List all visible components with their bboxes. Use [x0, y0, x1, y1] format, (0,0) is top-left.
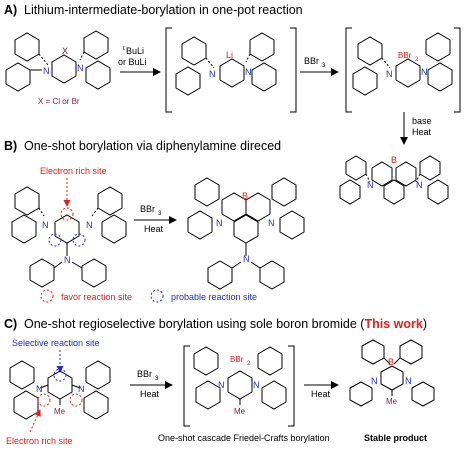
b-product-n2: N: [268, 218, 275, 228]
c-bbr2: BBr: [230, 355, 244, 364]
c-rich-site-marker-1: [37, 393, 51, 407]
b-starting-material: [11, 186, 127, 288]
section-a-title: Lithium-intermediate-borylation in one-p…: [24, 3, 303, 17]
c-cascade-caption: One-shot cascade Friedel-Crafts borylati…: [158, 433, 330, 443]
a-sm-x: X: [62, 46, 68, 56]
a-x-note: X = Cl or Br: [38, 97, 80, 106]
a-bracket-l1: [165, 27, 172, 113]
section-b-title: One-shot borylation via diphenylamine di…: [24, 139, 281, 153]
b-legend-probable: probable reaction site: [171, 292, 257, 302]
c-mid-n1: N: [218, 380, 225, 390]
a-li-n1: N: [209, 69, 216, 79]
a-final-b: B: [391, 155, 397, 165]
c-bracket-r: [288, 345, 295, 427]
b-bbr3-sub: 3: [158, 211, 162, 217]
a-li-label: Li: [226, 50, 233, 60]
a-sm-n1: N: [43, 66, 50, 76]
c-stable-b: B: [388, 357, 394, 367]
c-stable-caption: Stable product: [364, 433, 427, 443]
b-product-b: B: [242, 191, 248, 201]
b-probable-site-marker-2: [72, 233, 86, 247]
c-stable-product: [349, 339, 435, 407]
a-final-n2: N: [416, 180, 423, 190]
c-bbr3-sub: 3: [155, 376, 159, 382]
c-heat-2: Heat: [311, 389, 331, 399]
c-bbr2-intermediate: [193, 346, 287, 410]
b-heat: Heat: [144, 224, 164, 234]
b-bbr3: BBr: [140, 204, 155, 214]
c-rich-site-marker-2: [69, 393, 83, 407]
a-tbuli: BuLi: [126, 46, 144, 56]
section-c-label: C): [4, 317, 17, 331]
c-stable-me: Me: [386, 397, 398, 406]
a-bracket-r1: [290, 27, 297, 113]
b-product-n3: N: [243, 254, 250, 264]
section-c-title-end: ): [423, 317, 427, 331]
b-legend-favor: favor reaction site: [61, 292, 132, 302]
a-li-intermediate: [175, 32, 277, 96]
c-sm-n2: N: [78, 384, 85, 394]
a-sm-n2: N: [77, 63, 84, 73]
b-favor-site-marker: [60, 207, 74, 221]
a-bbr2-sub: 2: [415, 57, 419, 63]
b-sm-n1: N: [42, 220, 49, 230]
a-bbr2-intermediate: [352, 32, 453, 96]
b-legend-favor-marker: [40, 289, 54, 303]
b-probable-site-marker-1: [48, 233, 62, 247]
c-mid-me: Me: [234, 407, 246, 416]
a-final-n1: N: [367, 180, 374, 190]
a-starting-material: [5, 30, 111, 92]
section-c-title: One-shot regioselective borylation using…: [24, 317, 427, 331]
a-buli: or BuLi: [118, 57, 147, 67]
section-c-title-main: One-shot regioselective borylation using…: [24, 317, 365, 331]
b-electron-rich: Electron rich site: [40, 166, 107, 176]
b-product: [187, 177, 305, 290]
c-heat-1: Heat: [140, 389, 160, 399]
c-mid-n2: N: [253, 380, 260, 390]
a-b-n2: N: [421, 67, 428, 77]
b-sm-n2: N: [86, 220, 93, 230]
c-bracket-l: [183, 345, 190, 427]
c-selective-site: Selective reaction site: [12, 338, 100, 348]
a-tbu-sup: t: [123, 46, 125, 52]
c-stable-n1: N: [371, 376, 378, 386]
a-heat: Heat: [412, 127, 432, 137]
c-selective-site-marker: [53, 368, 67, 382]
c-stable-n2: N: [405, 376, 412, 386]
b-legend-probable-marker: [150, 289, 164, 303]
section-c: C) One-shot regioselective borylation us…: [4, 317, 435, 446]
section-b-label: B): [4, 139, 17, 153]
section-a-label: A): [4, 3, 17, 17]
c-sm-me: Me: [54, 407, 66, 416]
a-b-n1: N: [386, 69, 393, 79]
section-b: B) One-shot borylation via diphenylamine…: [4, 139, 305, 303]
a-bracket-l2: [345, 27, 352, 113]
c-electron-rich: Electron rich site: [6, 436, 73, 446]
b-sm-n3: N: [64, 255, 71, 265]
a-final-product: [339, 155, 449, 205]
a-bracket-r2: [454, 27, 461, 113]
b-product-n1: N: [216, 218, 223, 228]
c-bbr2-sub: 2: [247, 361, 251, 367]
a-bbr3: BBr: [304, 56, 319, 66]
a-li-n2: N: [245, 67, 252, 77]
a-bbr2: BBr: [398, 51, 412, 60]
a-bbr3-sub: 3: [322, 63, 326, 69]
section-c-title-highlight: This work: [364, 317, 422, 331]
a-base: base: [412, 116, 432, 126]
c-bbr3: BBr: [137, 369, 152, 379]
section-a: A) Lithium-intermediate-borylation in on…: [4, 3, 461, 205]
c-sm-n1: N: [36, 384, 43, 394]
c-electron-rich-arrow: [29, 409, 41, 433]
